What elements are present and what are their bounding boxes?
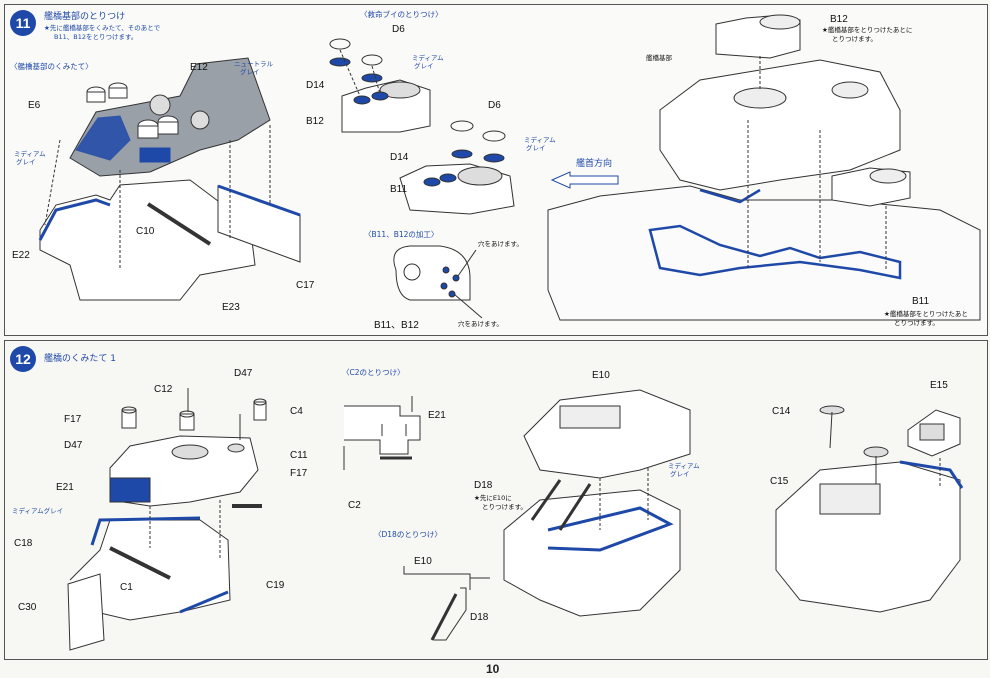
hole-note-1: 穴をあけます。 — [478, 240, 523, 248]
step-11-subtitle-lifebuoy: 〈救命ブイのとりつけ〉 — [360, 10, 443, 19]
part-label-d18-a: D18 — [474, 480, 493, 491]
step-12-title: 艦橋のくみたて 1 — [44, 354, 116, 364]
part-label-e15: E15 — [930, 380, 948, 391]
medium-grey-label-d-line-1: ミディアム — [668, 462, 700, 470]
neutral-grey-label-line-2: グレイ — [240, 68, 260, 76]
part-label-c12: C12 — [154, 384, 173, 395]
part-label-b11-a: B11 — [390, 184, 408, 195]
part-label-b12-b: B12 — [830, 14, 848, 25]
d18-note-line-1: ★先にE10に — [474, 494, 512, 502]
part-label-d18-b: D18 — [470, 612, 489, 623]
step-12-panel — [4, 340, 988, 660]
medium-grey-label-b-line-2: グレイ — [414, 62, 434, 70]
part-label-c19: C19 — [266, 580, 285, 591]
medium-grey-label-b-line-1: ミディアム — [412, 54, 444, 62]
b11-note-line-2: とりつけます。 — [894, 319, 939, 327]
part-label-c11: C11 — [290, 450, 308, 461]
part-label-e23: E23 — [222, 302, 240, 313]
page-number: 10 — [486, 662, 500, 676]
part-label-e12: E12 — [190, 62, 208, 73]
b11-note-line-1: ★艦橋基部をとりつけたあと — [884, 310, 968, 318]
part-label-c30: C30 — [18, 602, 37, 613]
part-label-f17-a: F17 — [64, 414, 82, 425]
part-label-d47-a: D47 — [234, 368, 253, 379]
part-label-c4: C4 — [290, 406, 303, 417]
b12-note-line-1: ★艦橋基部をとりつけたあとに — [822, 26, 913, 34]
part-label-b12-a: B12 — [306, 116, 324, 127]
part-label-c18: C18 — [14, 538, 33, 549]
medium-grey-label-c-line-2: グレイ — [526, 144, 546, 152]
d18-note-line-2: とりつけます。 — [482, 503, 527, 511]
medium-grey-label-a-line-2: グレイ — [16, 158, 36, 166]
part-label-d6-b: D6 — [488, 100, 501, 111]
step-11-title: 艦橋基部のとりつけ — [44, 12, 126, 22]
b12-note-line-2: とりつけます。 — [832, 35, 877, 43]
part-label-e10-a: E10 — [592, 370, 610, 381]
part-label-d14-a: D14 — [306, 80, 325, 91]
part-label-c10: C10 — [136, 226, 155, 237]
step-11-subtitle-assembly: 〈艦橋基部のくみたて〉 — [10, 62, 93, 71]
step-11-badge: 11 — [10, 10, 36, 36]
part-label-b11-b12: B11、B12 — [374, 320, 419, 331]
part-label-d47-b: D47 — [64, 440, 83, 451]
part-label-e21-b: E21 — [428, 410, 446, 421]
part-label-b11-b: B11 — [912, 296, 930, 307]
medium-grey-label-d-line-2: グレイ — [670, 470, 690, 478]
step-11-note-line-1: ★先に艦橋基部をくみたて、そのあとで — [44, 24, 161, 32]
part-label-e10-b: E10 — [414, 556, 432, 567]
part-label-e22: E22 — [12, 250, 30, 261]
part-label-c17: C17 — [296, 280, 315, 291]
part-label-c15: C15 — [770, 476, 789, 487]
part-label-d14-b: D14 — [390, 152, 409, 163]
neutral-grey-label-line-1: ニュートラル — [234, 60, 273, 68]
step-12-subtitle-d18: 〈D18のとりつけ〉 — [374, 530, 442, 539]
step-12-badge: 12 — [10, 346, 36, 372]
step-11-note-line-2: B11、B12をとりつけます。 — [54, 33, 138, 41]
medium-grey-label-c-line-1: ミディアム — [524, 136, 556, 144]
step-12-subtitle-c2: 〈C2のとりつけ〉 — [342, 368, 405, 377]
part-label-f17-b: F17 — [290, 468, 308, 479]
part-label-e6: E6 — [28, 100, 41, 111]
bow-direction-label: 艦首方向 — [576, 159, 613, 169]
hole-note-2: 穴をあけます。 — [458, 320, 503, 328]
part-label-c2: C2 — [348, 500, 361, 511]
part-label-e21-a: E21 — [56, 482, 74, 493]
medium-grey-inline-label: ミディアムグレイ — [12, 507, 64, 515]
step-11-subtitle-holes: 〈B11、B12の加工〉 — [364, 230, 439, 239]
part-label-d6-a: D6 — [392, 24, 405, 35]
part-label-c14: C14 — [772, 406, 791, 417]
part-label-c1: C1 — [120, 582, 133, 593]
medium-grey-label-a-line-1: ミディアム — [14, 150, 46, 158]
bridge-base-label: 艦橋基部 — [646, 54, 672, 62]
